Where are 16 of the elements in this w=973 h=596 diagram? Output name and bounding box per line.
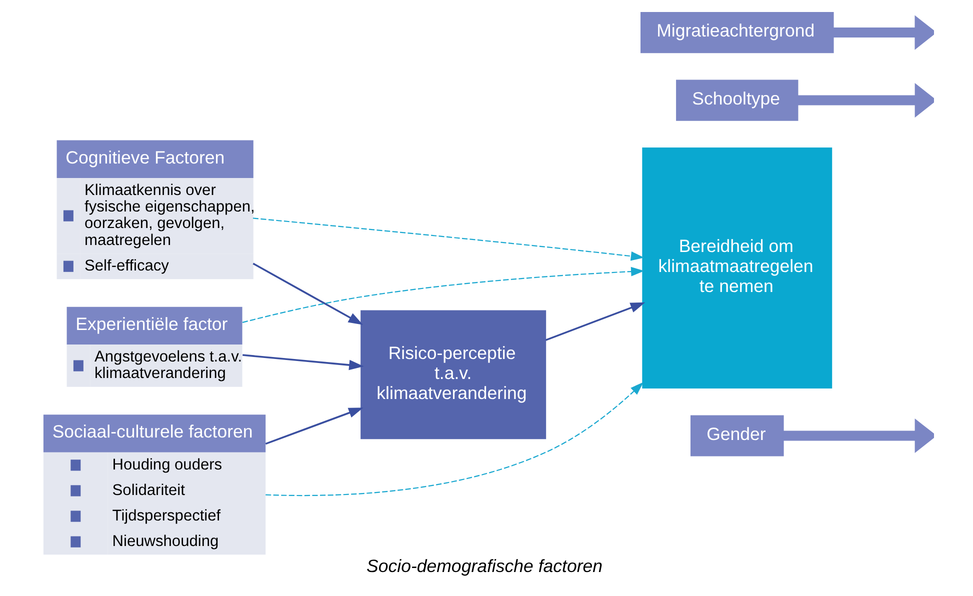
- node-box: Risico-perceptie t.a.v. klimaatverandering: [360, 310, 546, 440]
- arrow: [252, 262, 364, 325]
- arrow: [266, 382, 644, 496]
- node-box: Gender: [690, 415, 784, 456]
- node-box: Schooltype: [676, 80, 798, 121]
- arrow: [265, 408, 364, 445]
- node-box: Bereidheid om klimaatmaatregelen te nemen: [642, 147, 832, 389]
- arrow: [783, 418, 934, 454]
- arrow: [546, 302, 646, 341]
- arrow: [834, 15, 934, 50]
- arrow: [242, 354, 364, 370]
- arrow: [798, 82, 934, 118]
- node-box: Migratieachtergrond: [640, 12, 834, 54]
- arrow: [252, 218, 644, 261]
- arrow: [242, 266, 644, 323]
- caption: Socio-demografische factoren: [366, 556, 603, 576]
